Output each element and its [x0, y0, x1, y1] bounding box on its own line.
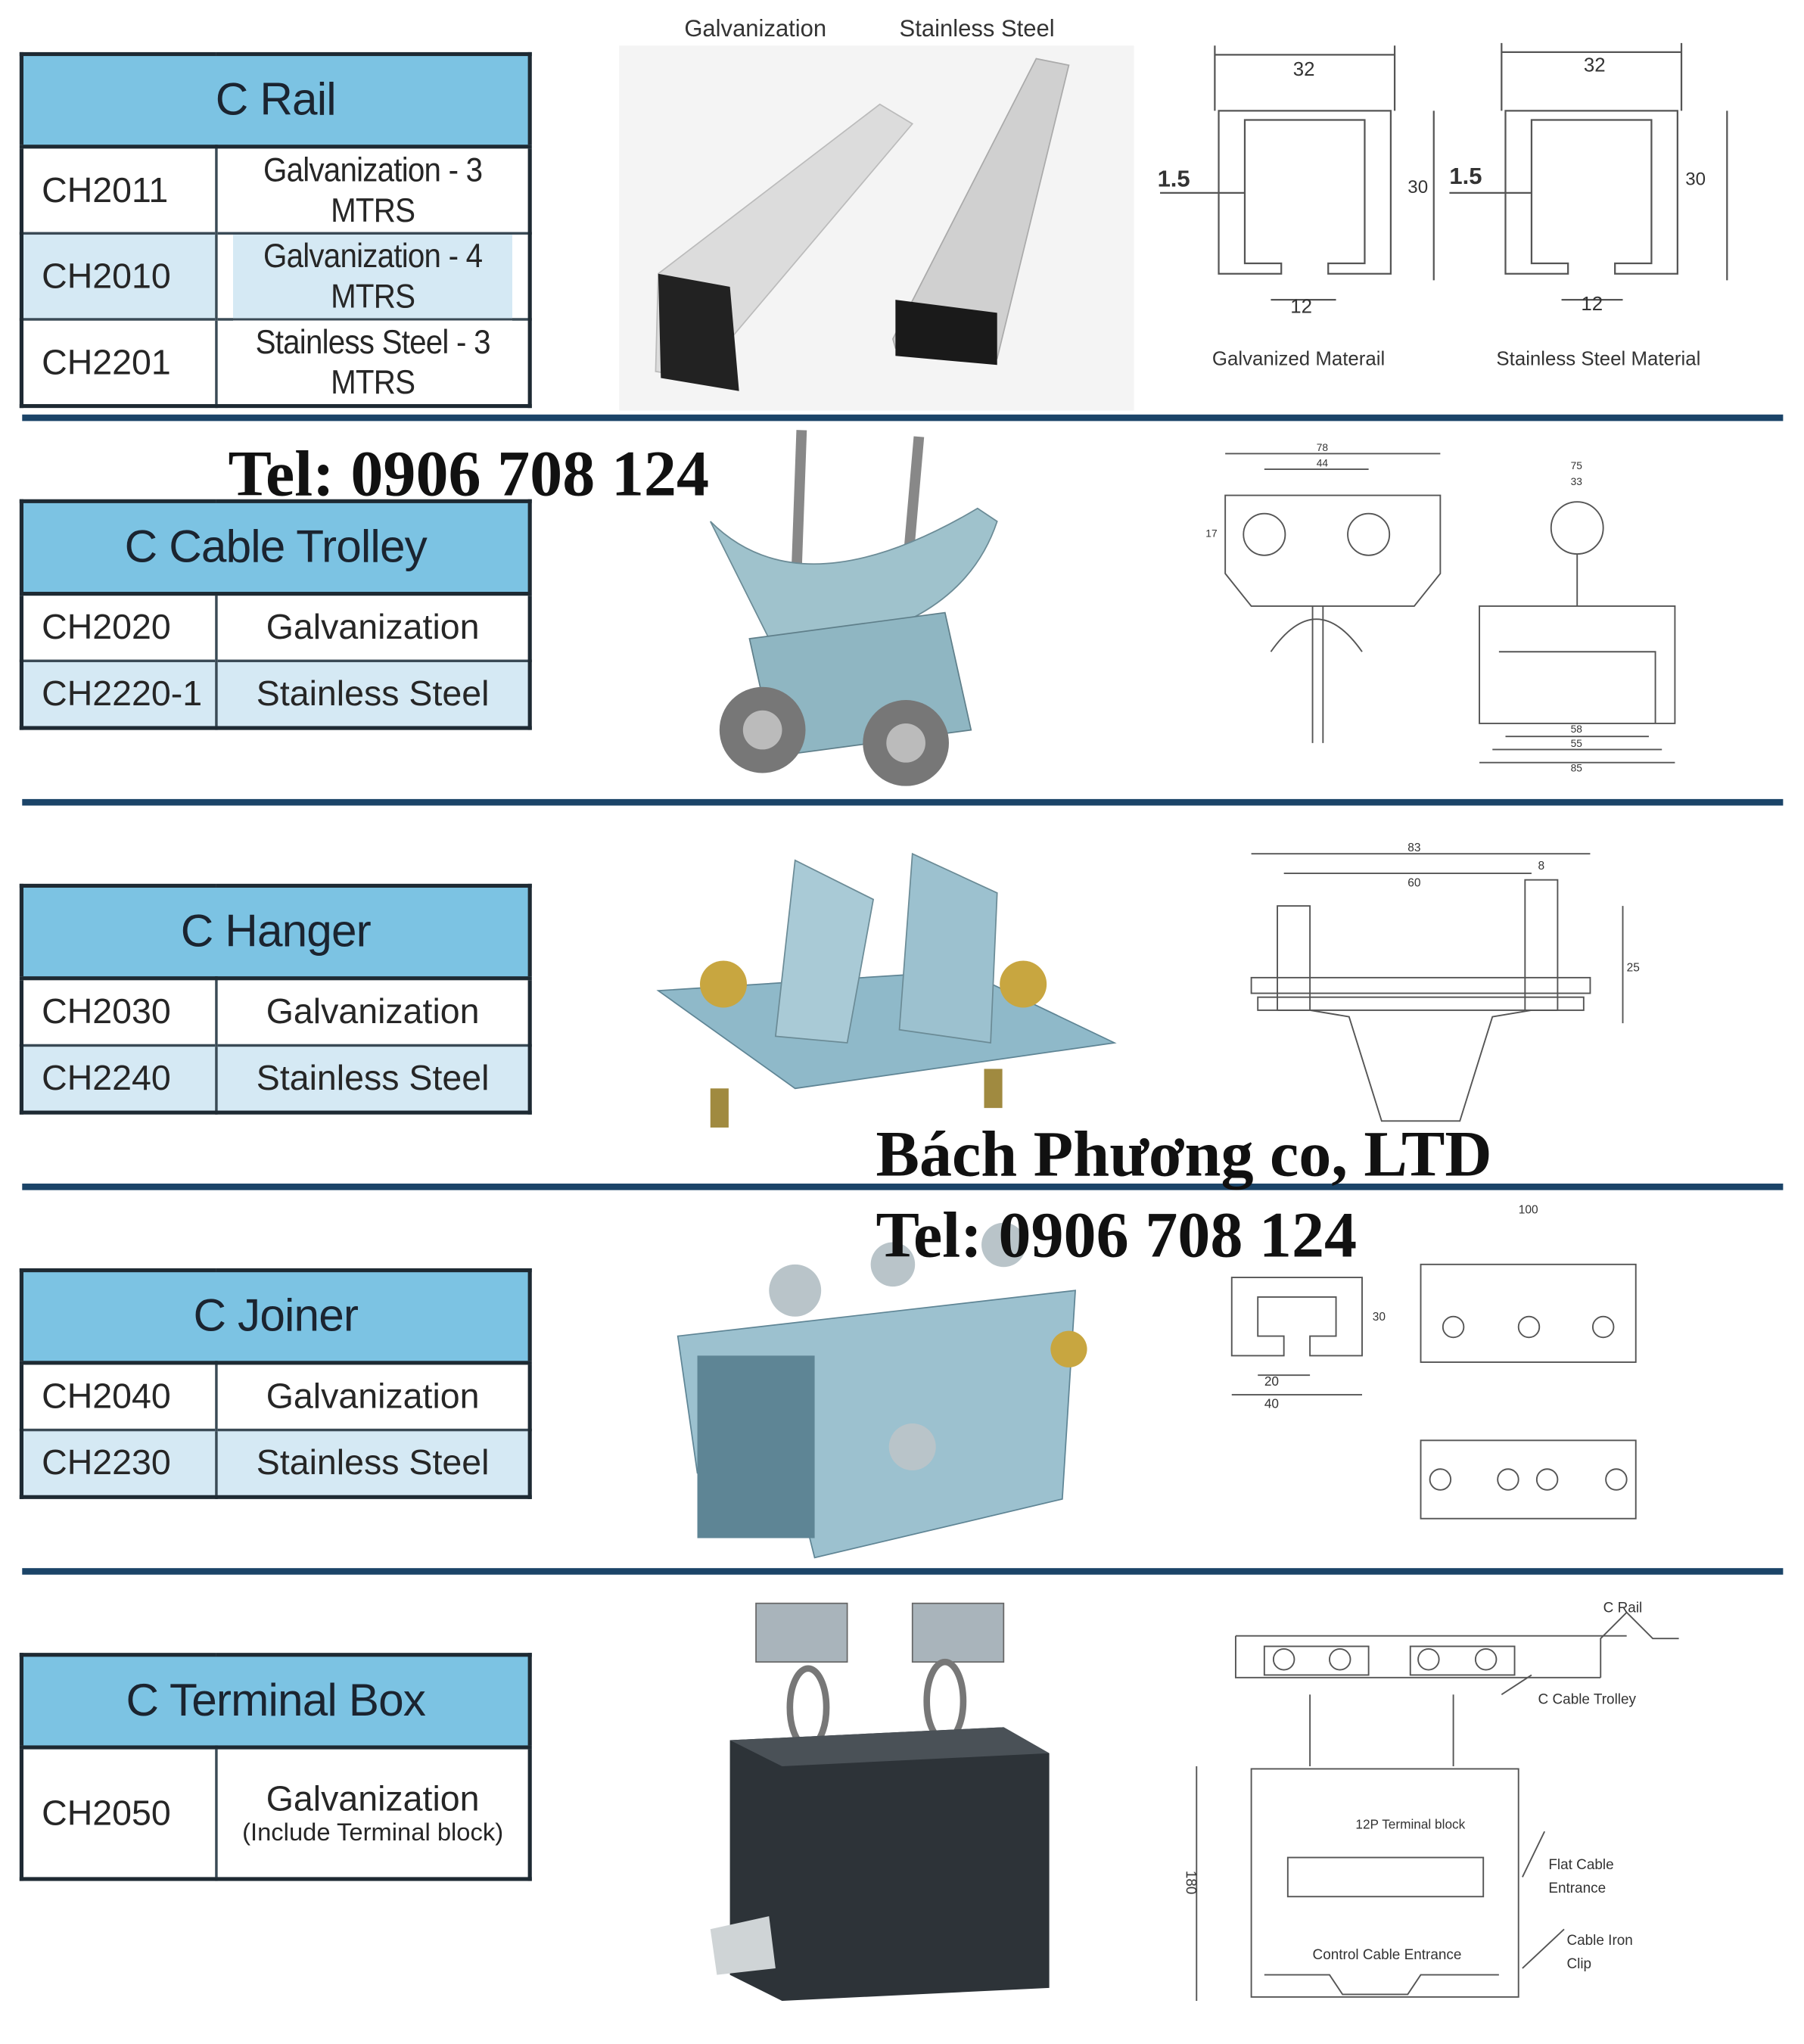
product-material: Galvanization [216, 592, 530, 661]
product-code: CH2011 [21, 145, 218, 234]
dim: 83 [1407, 842, 1420, 854]
label-control-cable-entrance: Control Cable Entrance [1313, 1947, 1462, 1963]
label-clip: Clip [1566, 1956, 1591, 1972]
c-rail-drawing: 32 30 1.5 12 32 30 1.5 12 Galvanized Mat… [1158, 42, 1728, 369]
material-note: (Include Terminal block) [242, 1818, 504, 1846]
product-material: Galvanization(Include Terminal block) [216, 1746, 530, 1879]
c-terminal-box-photo [710, 1602, 1050, 2002]
label-cable-iron: Cable Iron [1566, 1933, 1632, 1949]
product-material: Stainless Steel [216, 1044, 530, 1113]
c-hanger-photo [656, 852, 1117, 1128]
section-title: C Cable Trolley [21, 501, 530, 596]
dim: 44 [1317, 458, 1329, 469]
label-entrance: Entrance [1548, 1881, 1606, 1896]
caption-galvanized: Galvanized Materail [1212, 348, 1385, 369]
c-rail-photo [619, 45, 1134, 411]
c-joiner-drawing: 100 20 40 30 [1230, 1204, 1637, 1520]
c-hanger-drawing: 83 60 8 25 [1250, 842, 1640, 1122]
dim-opening: 12 [1581, 294, 1603, 315]
product-code: CH2201 [21, 318, 218, 406]
dim: 30 [1373, 1311, 1386, 1324]
caption-stainless: Stainless Steel Material [1496, 348, 1700, 369]
label-c-rail: C Rail [1603, 1601, 1643, 1616]
dim: 17 [1205, 528, 1217, 540]
photo-label-stainless: Stainless Steel [899, 15, 1055, 42]
label-terminal-block: 12P Terminal block [1355, 1817, 1465, 1832]
dim: 55 [1571, 738, 1583, 749]
section-divider [22, 414, 1784, 422]
watermark-phone: Tel: 0906 708 124 [876, 1197, 1358, 1271]
product-code: CH2220-1 [21, 659, 218, 729]
section-title: C Hanger [21, 885, 530, 981]
c-cable-trolley-photo [709, 430, 998, 786]
dim-thickness: 1.5 [1158, 165, 1190, 191]
product-material: Galvanization - 4 MTRS [232, 232, 515, 320]
material-label: Galvanization [266, 1778, 480, 1818]
product-material: Stainless Steel - 3 MTRS [232, 318, 515, 406]
dim: 58 [1571, 723, 1583, 735]
product-material: Galvanization [216, 1361, 530, 1430]
product-material: Stainless Steel [216, 659, 530, 729]
dim: 33 [1571, 476, 1583, 487]
dim: 60 [1407, 876, 1421, 889]
dim-thickness: 1.5 [1449, 163, 1482, 189]
c-terminal-box-drawing: C Rail C Cable Trolley 12P Terminal bloc… [1182, 1601, 1679, 2002]
dim-height: 30 [1685, 170, 1706, 190]
watermark-company: Bách Phương co, LTD [876, 1117, 1492, 1190]
dim: 25 [1627, 961, 1640, 974]
product-material: Stainless Steel [216, 1428, 530, 1498]
section-divider [22, 1568, 1784, 1575]
dim-opening: 12 [1290, 296, 1312, 317]
photo-label-galvanization: Galvanization [684, 15, 827, 42]
c-cable-trolley-drawing: 78 44 17 75 33 58 55 85 [1205, 442, 1676, 774]
product-material: Galvanization [216, 977, 530, 1046]
dim-height: 30 [1407, 177, 1428, 198]
label-flat-cable: Flat Cable [1548, 1857, 1613, 1873]
dim-height: 180 [1182, 1871, 1198, 1895]
dim: 40 [1264, 1395, 1279, 1411]
product-code: CH2040 [21, 1361, 218, 1430]
section-title: C Joiner [21, 1270, 530, 1365]
dim: 75 [1571, 460, 1583, 471]
section-title: C Terminal Box [21, 1654, 530, 1750]
dim: 20 [1264, 1374, 1279, 1389]
product-code: CH2240 [21, 1044, 218, 1113]
dim: 100 [1519, 1204, 1538, 1217]
section-title: C Rail [21, 54, 530, 149]
product-code: CH2050 [21, 1746, 218, 1879]
dim: 78 [1317, 442, 1329, 453]
product-code: CH2030 [21, 977, 218, 1046]
section-divider [22, 1184, 1784, 1190]
product-code: CH2230 [21, 1428, 218, 1498]
watermark-phone: Tel: 0906 708 124 [228, 437, 710, 510]
dim: 8 [1538, 860, 1545, 873]
product-material: Galvanization - 3 MTRS [232, 145, 515, 234]
product-code: CH2020 [21, 592, 218, 661]
dim-width: 32 [1293, 59, 1315, 80]
product-code: CH2010 [21, 232, 218, 320]
dim: 85 [1571, 763, 1583, 774]
section-divider [22, 798, 1784, 806]
label-c-cable-trolley: C Cable Trolley [1538, 1691, 1637, 1707]
c-joiner-photo [676, 1222, 1087, 1559]
dim-width: 32 [1584, 55, 1606, 76]
